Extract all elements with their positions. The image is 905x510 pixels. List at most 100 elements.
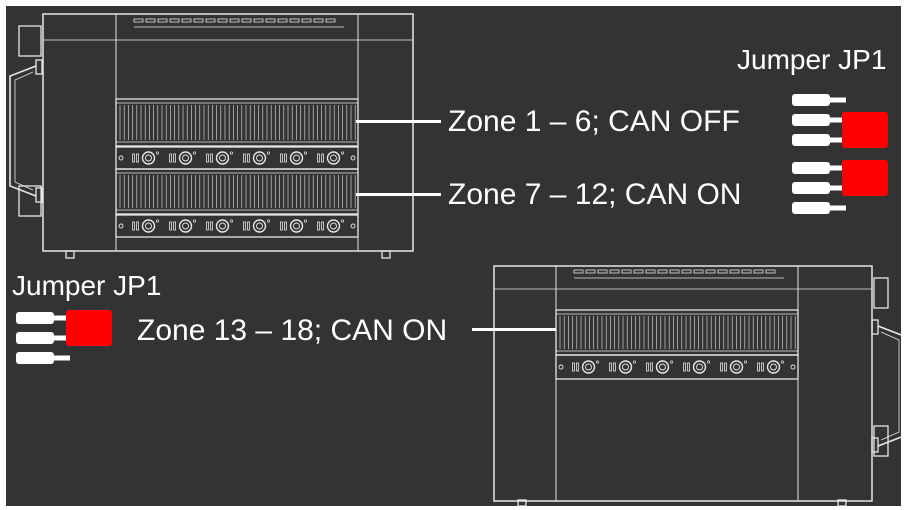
latch [136, 221, 139, 231]
lower-unit-connectors [555, 354, 799, 380]
led [155, 219, 160, 223]
lower-unit-latch-bottom [873, 425, 889, 457]
latch [280, 221, 283, 231]
zone-connector [655, 360, 670, 374]
latch [136, 153, 139, 163]
upper-unit-connectors-2 [115, 214, 359, 238]
latch [321, 153, 324, 163]
lower-unit-housing [493, 265, 873, 502]
upper-unit-heatsink-2 [115, 168, 359, 215]
jumper-pin [16, 332, 70, 344]
latch [210, 221, 213, 231]
handle-bar [9, 65, 37, 197]
zone-connector-pin [696, 363, 703, 371]
screw [118, 223, 124, 229]
zone-connector-pin [145, 154, 152, 162]
zone-connector-pin [219, 222, 226, 230]
latch [650, 362, 653, 372]
jumper-pin [792, 202, 846, 214]
zone-connector [252, 151, 267, 165]
zone-connector-pin [182, 154, 189, 162]
latch [243, 153, 246, 163]
vent-slot [181, 18, 192, 23]
zone-connector [326, 151, 341, 165]
jumper-jp1-state-lower [16, 310, 112, 364]
pin-lead [54, 355, 70, 361]
led [743, 360, 748, 364]
jumper-pin [16, 352, 70, 364]
pin-lead [830, 205, 846, 211]
led [669, 360, 674, 364]
pin-lead [830, 97, 846, 103]
zone-connector-pin [182, 222, 189, 230]
connector-strip-frame [115, 214, 359, 238]
led [192, 151, 197, 155]
vent-slot [325, 18, 336, 23]
latch [720, 362, 723, 372]
diagram-canvas: Zone 1 – 6; CAN OFF Zone 7 – 12; CAN ON … [6, 6, 901, 506]
pin-body [792, 94, 830, 106]
led [155, 151, 160, 155]
latch [317, 221, 320, 231]
latch [206, 221, 209, 231]
latch [321, 221, 324, 231]
pin-lead [830, 165, 846, 171]
zone-connector-pin [293, 222, 300, 230]
zone-connector-pin [256, 222, 263, 230]
handle-clamp [35, 59, 43, 75]
label-zone-7-12: Zone 7 – 12; CAN ON [448, 178, 742, 211]
pin-body [16, 332, 54, 344]
latch [609, 362, 612, 372]
latch [247, 153, 250, 163]
upper-unit-housing [42, 13, 414, 252]
vent-slot [313, 18, 324, 23]
label-zone-1-6: Zone 1 – 6; CAN OFF [448, 105, 740, 138]
vent-slot [597, 269, 608, 274]
leader-line-zone-7-12 [356, 193, 441, 196]
leader-line-zone-13-18 [472, 328, 556, 331]
zone-connector [289, 151, 304, 165]
vent-slot [301, 18, 312, 23]
zone-connector [289, 219, 304, 233]
latch [132, 221, 135, 231]
led [303, 151, 308, 155]
led [595, 360, 600, 364]
screw [118, 155, 124, 161]
vent-slot [573, 269, 584, 274]
vent-slot [645, 269, 656, 274]
drawing-layer [9, 13, 901, 506]
vent-slot [765, 269, 776, 274]
label-zone-13-18: Zone 13 – 18; CAN ON [137, 314, 448, 347]
jumper-pin [792, 162, 846, 174]
latch [280, 153, 283, 163]
zone-connector [178, 219, 193, 233]
led [266, 151, 271, 155]
led [706, 360, 711, 364]
jumper-jp1-title-upper: Jumper JP1 [737, 44, 887, 75]
zone-connector-pin [293, 154, 300, 162]
vent-slot [277, 18, 288, 23]
pin-lead [830, 117, 846, 123]
latch [169, 221, 172, 231]
leader-line-zone-1-6 [356, 120, 441, 123]
latch [132, 153, 135, 163]
handle-bar [877, 325, 901, 447]
vent-slot [241, 18, 252, 23]
jumper-pin [792, 94, 846, 106]
vent-slot [229, 18, 240, 23]
latch [284, 221, 287, 231]
lower-unit-foot [837, 499, 847, 506]
zone-connector [215, 219, 230, 233]
handle-clamp [871, 319, 879, 335]
zone-connector-pin [770, 363, 777, 371]
zone-connector [581, 360, 596, 374]
upper-unit-foot [65, 250, 75, 259]
screw [790, 364, 796, 370]
jumper-jp1-state-upper-1 [792, 94, 888, 148]
zone-connector-pin [330, 222, 337, 230]
pin-body [792, 134, 830, 146]
vent-slot [193, 18, 204, 23]
latch [646, 362, 649, 372]
pin-lead [54, 315, 70, 321]
pin-body [16, 352, 54, 364]
